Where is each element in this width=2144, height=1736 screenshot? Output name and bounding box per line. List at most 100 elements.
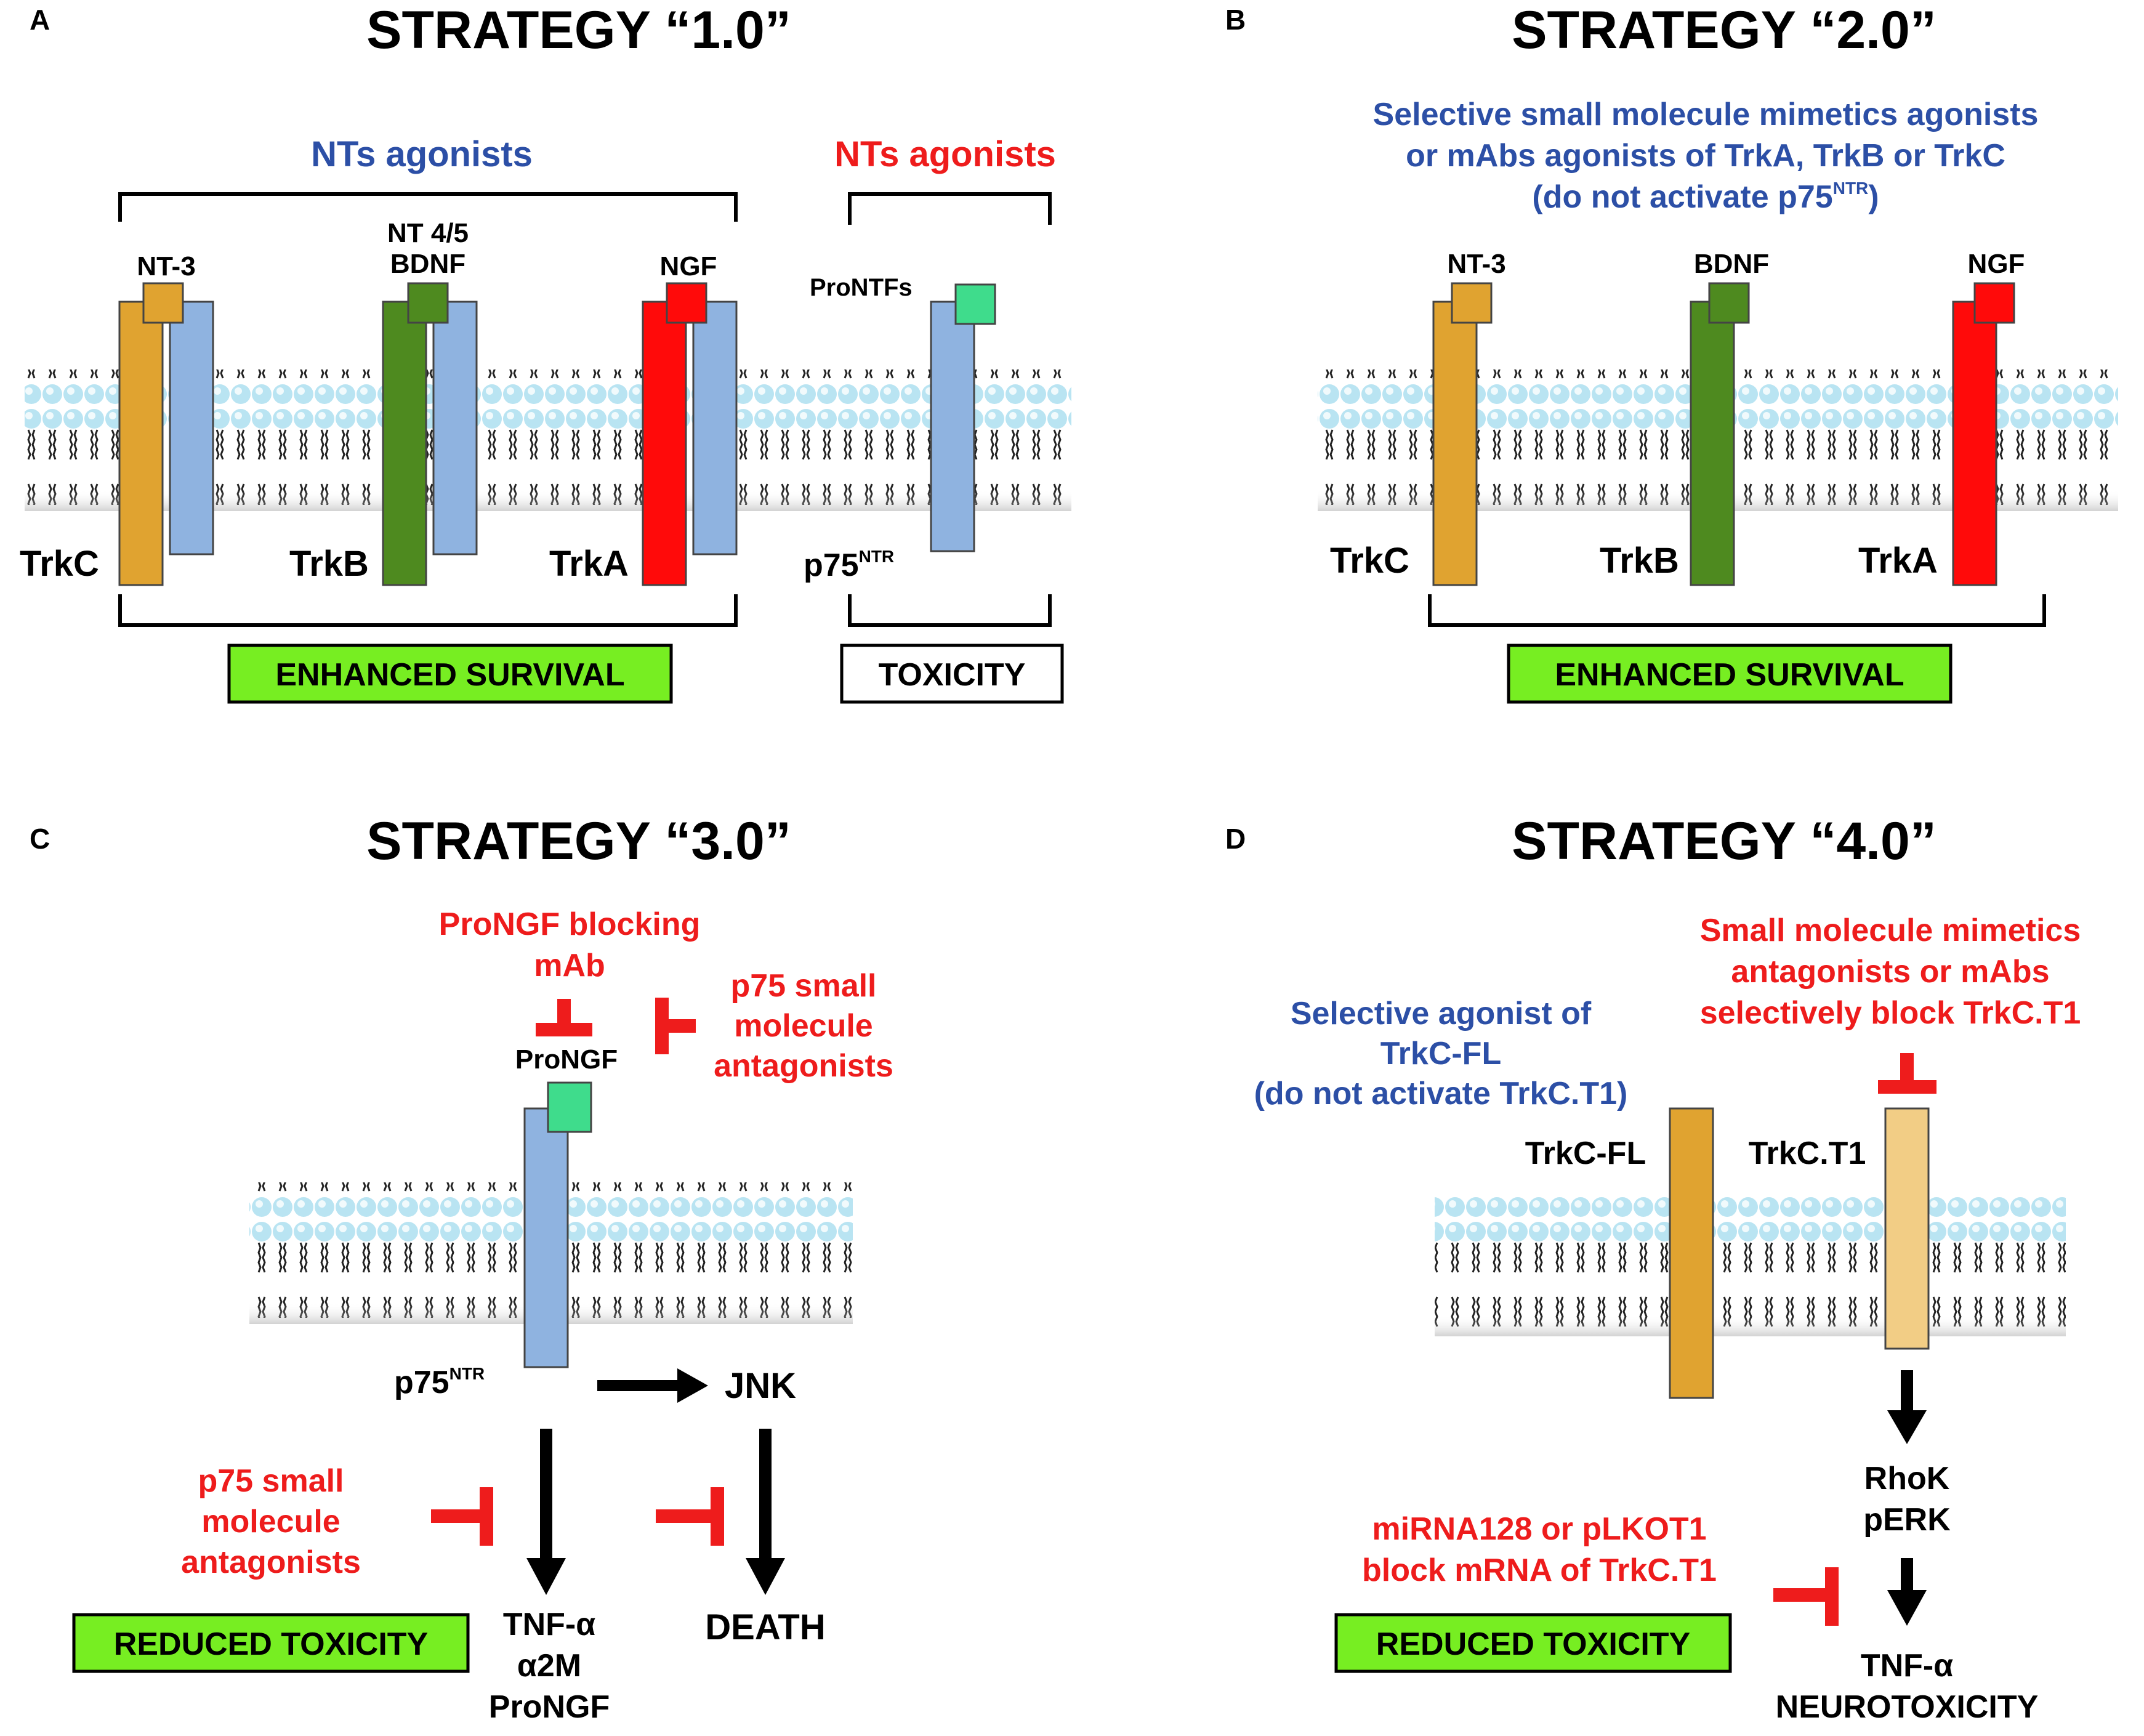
- outcome-survival-a: ENHANCED SURVIVAL: [275, 657, 624, 693]
- outcome-box-c: [72, 1613, 470, 1673]
- panel-a-agonists-left: NTs agonists: [311, 134, 533, 174]
- receptor-trkb-a: [382, 301, 427, 586]
- panel-a-top-bracket-left: [118, 192, 738, 222]
- receptor-trka-a: [642, 301, 687, 586]
- panel-d-mirna-line2: block mRNA of TrkC.T1: [1362, 1552, 1717, 1588]
- ligand-prontfs-a: [954, 283, 996, 325]
- receptor-p75-partner-trkc-a: [169, 301, 214, 555]
- receptor-trkc-a: [118, 301, 164, 586]
- panel-a-bottom-bracket-left: [118, 594, 738, 627]
- receptor-p75-a: [930, 301, 975, 552]
- panel-d-agonist-line3: (do not activate TrkC.T1): [1254, 1076, 1628, 1112]
- label-bdnf-b: BDNF: [1694, 249, 1769, 279]
- label-prontfs-a: ProNTFs: [810, 274, 913, 301]
- outcome-survival-box-a: [227, 644, 673, 704]
- label-nt3-a: NT-3: [137, 251, 195, 281]
- panel-c-p75-antag-top-2: molecule: [734, 1008, 873, 1044]
- label-death-c: DEATH: [705, 1607, 825, 1647]
- label-rhok-d: RhoK: [1864, 1461, 1950, 1496]
- receptor-p75-partner-trka-a: [692, 301, 738, 555]
- outcome-survival-b: ENHANCED SURVIVAL: [1555, 657, 1904, 693]
- inhibitor-p75-bottom-c: [431, 1487, 493, 1546]
- inhibitor-mab-c: [536, 999, 592, 1036]
- panel-d-agonist-line2: TrkC-FL: [1380, 1036, 1501, 1072]
- label-jnk-c: JNK: [725, 1366, 796, 1406]
- panel-letter-d: D: [1225, 823, 1246, 855]
- panel-d: D STRATEGY “4.0” Small molecule mimetics…: [1225, 812, 2081, 1725]
- receptor-trkb-b: [1690, 301, 1735, 586]
- outcome-reduced-toxicity-d: REDUCED TOXICITY: [1376, 1626, 1690, 1662]
- panel-a-top-bracket-right: [848, 192, 1052, 225]
- receptor-trkc-b: [1432, 301, 1478, 586]
- panel-b: B STRATEGY “2.0” Selective small molecul…: [1225, 1, 2118, 704]
- label-trkc-a: TrkC: [20, 544, 99, 584]
- ligand-prongf-c: [547, 1081, 592, 1133]
- panel-letter-a: A: [30, 4, 50, 36]
- ligand-bdnf-b: [1708, 282, 1750, 324]
- receptor-trkc-t1-d: [1884, 1107, 1930, 1350]
- output-prongf-c: ProNGF: [489, 1689, 610, 1725]
- panel-c-p75-antag-bottom-2: molecule: [201, 1504, 340, 1540]
- receptor-trka-b: [1952, 301, 1997, 586]
- panel-b-desc-line3: (do not activate p75NTR): [1532, 179, 1879, 215]
- outcome-survival-box-b: [1507, 644, 1953, 704]
- label-neurotoxicity-d: NEUROTOXICITY: [1776, 1689, 2039, 1725]
- panel-c-p75-antag-top-3: antagonists: [714, 1048, 893, 1084]
- label-ngf-b: NGF: [1968, 249, 2025, 279]
- inhibitor-mirna-d: [1773, 1567, 1839, 1626]
- label-nt3-b: NT-3: [1447, 249, 1505, 279]
- ligand-ngf-a: [666, 282, 707, 324]
- outcome-toxicity-a: TOXICITY: [879, 657, 1026, 693]
- panel-b-bottom-bracket: [1428, 594, 2046, 627]
- receptor-p75-c: [523, 1107, 569, 1368]
- label-trkc-b: TrkC: [1330, 541, 1409, 581]
- label-tnf-d: TNF-α: [1861, 1648, 1953, 1684]
- inhibitor-p75-top-c: [655, 998, 696, 1054]
- panel-letter-b: B: [1225, 4, 1246, 36]
- ligand-nt3-a: [142, 282, 184, 324]
- panel-a-bottom-bracket-right: [848, 594, 1052, 627]
- label-bdnf-a: BDNF: [390, 249, 465, 279]
- ligand-nt3-b: [1451, 282, 1493, 324]
- panel-b-title: STRATEGY “2.0”: [1512, 1, 1936, 60]
- panel-d-mirna-line1: miRNA128 or pLKOT1: [1372, 1511, 1706, 1547]
- output-tnf-c: TNF-α: [503, 1607, 595, 1642]
- receptor-trkc-fl-d: [1669, 1107, 1714, 1399]
- panel-b-desc-line1: Selective small molecule mimetics agonis…: [1373, 97, 2039, 132]
- panel-d-title: STRATEGY “4.0”: [1512, 812, 1936, 871]
- panel-d-antag-line2: antagonists or mAbs: [1731, 954, 2049, 990]
- panel-a-agonists-right: NTs agonists: [834, 134, 1056, 174]
- panel-letter-c: C: [30, 823, 50, 855]
- panel-c: C STRATEGY “3.0” ProNGF blocking mAb p75…: [30, 812, 893, 1725]
- ligand-bdnf-a: [407, 282, 449, 324]
- panel-d-agonist-line1: Selective agonist of: [1291, 996, 1592, 1032]
- label-trkc-t1-d: TrkC.T1: [1749, 1136, 1866, 1171]
- panel-c-p75-antag-bottom-1: p75 small: [198, 1463, 344, 1499]
- label-p75-c: p75NTR: [394, 1364, 485, 1400]
- panel-a-title: STRATEGY “1.0”: [366, 1, 791, 60]
- label-trkc-fl-d: TrkC-FL: [1525, 1136, 1646, 1171]
- panel-c-mab-line2: mAb: [534, 948, 605, 983]
- outcome-reduced-toxicity-c: REDUCED TOXICITY: [114, 1626, 428, 1662]
- label-perk-d: pERK: [1863, 1502, 1951, 1538]
- label-trka-a: TrkA: [549, 544, 629, 584]
- inhibitor-jnk-c: [656, 1487, 724, 1546]
- panel-c-title: STRATEGY “3.0”: [366, 812, 791, 871]
- panel-c-p75-antag-bottom-3: antagonists: [181, 1544, 361, 1580]
- panel-c-p75-antag-top-1: p75 small: [730, 968, 876, 1004]
- receptor-p75-partner-trkb-a: [432, 301, 478, 555]
- output-a2m-c: α2M: [517, 1648, 581, 1684]
- panel-d-antag-line1: Small molecule mimetics: [1700, 913, 2081, 948]
- inhibitor-trkc-t1-d: [1878, 1053, 1936, 1094]
- panel-c-mab-line1: ProNGF blocking: [439, 906, 701, 942]
- panel-d-antag-line3: selectively block TrkC.T1: [1700, 995, 2081, 1031]
- label-prongf-c: ProNGF: [515, 1044, 618, 1075]
- outcome-toxicity-box-a: [840, 644, 1064, 704]
- label-trkb-b: TrkB: [1600, 541, 1679, 581]
- label-trkb-a: TrkB: [289, 544, 369, 584]
- label-nt45-a: NT 4/5: [387, 218, 469, 248]
- label-trka-b: TrkA: [1858, 541, 1938, 581]
- ligand-ngf-b: [1973, 282, 2015, 324]
- label-p75-a: p75NTR: [804, 547, 894, 583]
